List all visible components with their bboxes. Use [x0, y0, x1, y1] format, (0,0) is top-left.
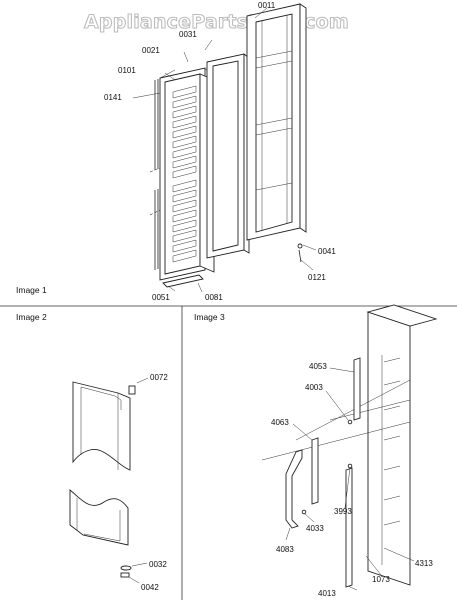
image1-panel: 0011 0031 0021 0101 0141 0041 0121 0051 … [104, 1, 336, 302]
callout-4003: 4003 [305, 383, 323, 392]
rail-4053 [353, 357, 361, 421]
rail-4013 [345, 467, 353, 588]
outer-door-frame [246, 3, 307, 241]
callout-4063: 4063 [271, 418, 289, 427]
callout-0031: 0031 [179, 30, 197, 39]
hinge-part-0042 [120, 572, 130, 578]
screw-0041 [297, 243, 303, 249]
image1-leaders [132, 7, 317, 293]
leader-0072 [136, 377, 149, 384]
leader-0042 [128, 576, 140, 584]
callout-0051: 0051 [152, 293, 170, 302]
image3-leaders [285, 367, 415, 591]
image2-panel: 0072 0032 0042 [69, 373, 168, 592]
callout-0032: 0032 [149, 560, 167, 569]
door-bins [172, 85, 197, 263]
left-trim-strips [149, 79, 161, 270]
callout-0042: 0042 [141, 583, 159, 592]
leader-0032 [131, 562, 148, 567]
door-panel-upper [72, 381, 131, 471]
hinge-part-0032 [120, 565, 132, 571]
callout-0101: 0101 [118, 66, 136, 75]
callout-1073: 1073 [372, 575, 390, 584]
screw-4003 [347, 419, 353, 425]
callout-0021: 0021 [142, 46, 160, 55]
rail-4063 [311, 437, 319, 505]
callout-4313: 4313 [415, 559, 433, 568]
watermark-text: AppliancePartsPros.com [84, 11, 349, 33]
callout-0011: 0011 [258, 1, 276, 10]
screw-3993 [347, 463, 353, 469]
cabinet-wall [366, 304, 438, 586]
screw-0121 [298, 249, 302, 263]
callout-3993: 3993 [334, 507, 352, 516]
assembly-lines [261, 379, 411, 461]
callout-4013: 4013 [318, 589, 336, 598]
bottom-cap [162, 274, 204, 288]
trim-4083 [285, 449, 303, 529]
callout-0072: 0072 [150, 373, 168, 382]
image2-title: Image 2 [16, 312, 47, 322]
image3-title: Image 3 [194, 312, 225, 322]
gasket-frame [206, 53, 250, 259]
image1-title: Image 1 [16, 285, 47, 295]
callout-4083: 4083 [276, 545, 294, 554]
callout-0141: 0141 [104, 93, 122, 102]
callout-0121: 0121 [308, 273, 326, 282]
callout-0081: 0081 [205, 293, 223, 302]
callout-4053: 4053 [309, 362, 327, 371]
callout-4033: 4033 [306, 524, 324, 533]
image3-panel: 4053 4003 4063 3993 4033 4083 4313 1073 … [261, 304, 438, 598]
liner-shelf-unit [159, 67, 215, 281]
hinge-part-0072 [128, 385, 136, 395]
screw-4033 [301, 509, 307, 515]
callout-0041: 0041 [318, 247, 336, 256]
door-panel-lower [69, 489, 129, 546]
